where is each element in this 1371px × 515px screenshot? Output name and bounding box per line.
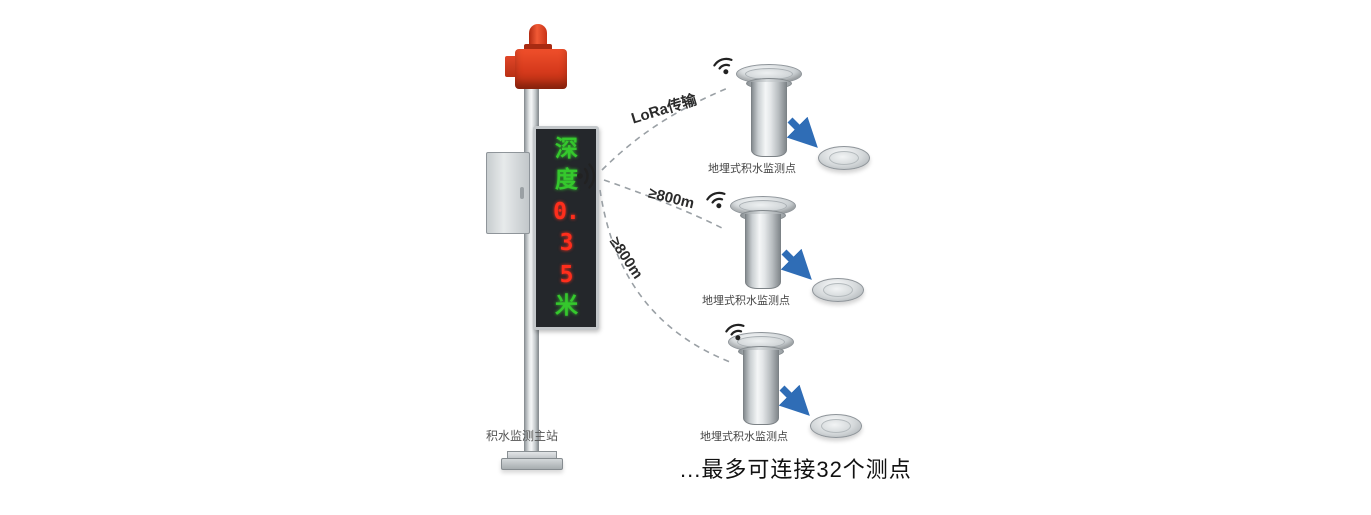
wifi-icon: [713, 57, 733, 75]
link-label-lora: LoRa传输: [629, 91, 699, 128]
sensor-body: [751, 82, 787, 157]
sensor-disc: [810, 414, 862, 438]
led-line: 5: [559, 261, 574, 288]
alarm-beacon-body: [515, 49, 567, 89]
caption: ...最多可连接32个测点: [680, 457, 912, 482]
sensor-group-3: 地埋式积水监测点: [692, 316, 867, 456]
led-display-panel: 深 度 0. 3 5 米: [533, 126, 599, 330]
led-display-lines: 深 度 0. 3 5 米: [536, 129, 596, 327]
sensor-group-2: 地埋式积水监测点: [694, 180, 869, 320]
alarm-beacon-dome: [529, 24, 547, 50]
signal-source-icon: [577, 163, 596, 189]
control-cabinet: [486, 152, 530, 234]
led-line: 米: [555, 293, 578, 320]
sensor-body: [745, 214, 781, 289]
pole-base-foot: [501, 458, 563, 470]
led-line: 3: [559, 230, 574, 257]
sensor-disc-inner: [821, 419, 851, 433]
sensor-label: 地埋式积水监测点: [708, 163, 796, 175]
link-label-range-2: ≥800m: [605, 234, 647, 283]
sensor-disc-inner: [829, 151, 859, 165]
sensor-body: [743, 350, 779, 425]
sensor-group-1: 地埋式积水监测点: [700, 48, 875, 188]
led-line: 深: [555, 135, 578, 162]
main-station-label: 积水监测主站: [486, 429, 559, 443]
sensor-label: 地埋式积水监测点: [700, 431, 788, 443]
link-label-range-1: ≥800m: [646, 184, 696, 213]
sensor-label: 地埋式积水监测点: [702, 295, 790, 307]
led-line: 0.: [553, 198, 580, 225]
led-line: 度: [555, 167, 578, 194]
cabinet-latch: [520, 187, 524, 199]
wifi-icon: [706, 191, 726, 209]
sensor-disc-inner: [823, 283, 853, 297]
sensor-disc: [818, 146, 870, 170]
alarm-beacon-base: [524, 44, 552, 51]
sensor-disc: [812, 278, 864, 302]
